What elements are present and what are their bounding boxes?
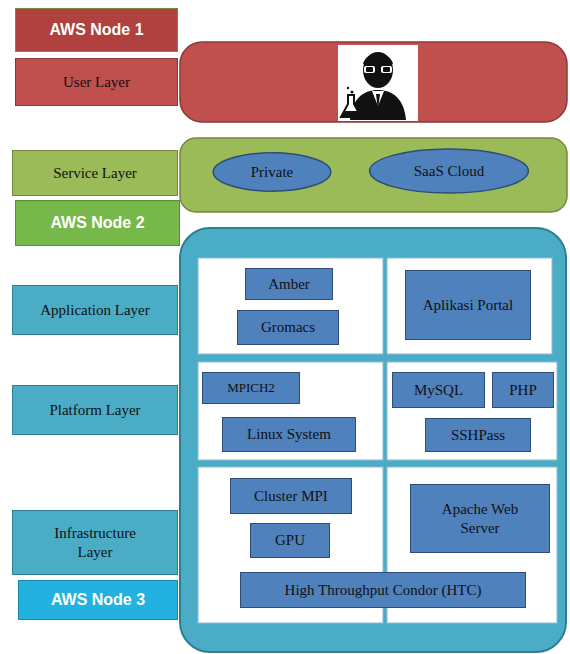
component-box: Gromacs [237,310,339,345]
node-text: MPICH2 [223,380,279,396]
node-text: Service Layer [49,164,141,183]
layer-label: User Layer [15,58,178,106]
node3-panel [180,228,566,652]
node-text: Infrastructure Layer [36,524,154,562]
node-text: AWS Node 3 [47,590,149,610]
aws-node-label: AWS Node 2 [15,200,180,246]
component-box: High Throughput Condor (HTC) [240,572,526,608]
node-text: SaaS Cloud [410,162,488,181]
node-text: Cluster MPI [250,487,332,506]
component-box: Linux System [222,417,356,452]
component-box: Aplikasi Portal [405,270,531,340]
node-text: AWS Node 2 [46,213,148,233]
node-text: Apache Web Server [421,500,539,538]
layer-label: Infrastructure Layer [12,510,178,575]
aws-node-label: AWS Node 1 [15,8,178,52]
node-text: PHP [505,381,541,400]
service-ellipse: SaaS Cloud [368,148,530,194]
node-text: User Layer [59,73,134,92]
component-box: SSHPass [425,418,531,452]
node-text: Amber [264,275,314,294]
component-box: Apache Web Server [410,484,550,553]
node-text: Gromacs [257,318,319,337]
component-box: PHP [492,372,554,408]
grid-cells [198,258,557,623]
component-box: GPU [250,523,330,558]
node-text: Platform Layer [45,401,144,420]
node-text: AWS Node 1 [45,20,147,40]
layer-label: Application Layer [12,285,178,335]
node-text: MySQL [410,381,467,400]
node-text: Linux System [243,425,335,444]
layer-label: Service Layer [12,150,178,196]
node-text: High Throughput Condor (HTC) [281,581,486,600]
service-band [180,138,567,212]
node-text: SSHPass [447,426,509,445]
component-box: Cluster MPI [230,478,352,514]
node-text: GPU [271,531,309,550]
node-text: Application Layer [36,301,154,320]
aws-node-label: AWS Node 3 [18,580,178,620]
component-box: MPICH2 [202,372,300,404]
component-box: Amber [245,268,333,300]
user-band [180,42,567,122]
node-text: Aplikasi Portal [419,296,517,315]
component-box: MySQL [392,372,485,408]
node-text: Private [247,163,298,182]
layer-label: Platform Layer [12,385,178,435]
service-ellipse: Private [212,152,332,192]
scientist-icon [338,45,418,121]
